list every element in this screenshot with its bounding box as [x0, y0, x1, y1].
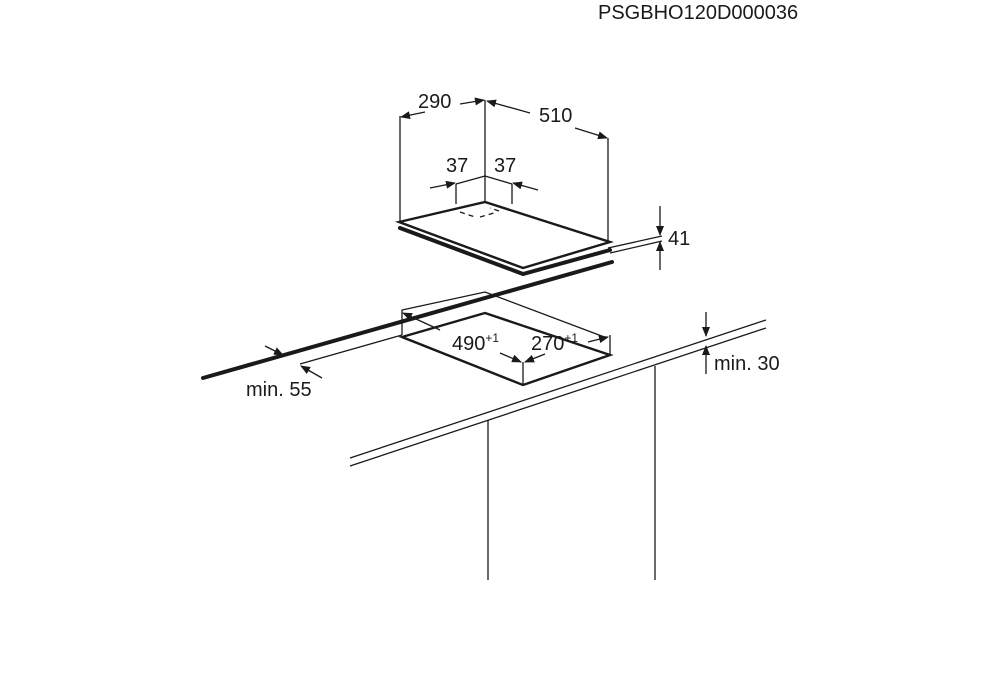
- document-code: PSGBHO120D000036: [598, 2, 798, 24]
- dimension-37-left: 37: [446, 155, 468, 177]
- dimension-41: 41: [668, 228, 690, 250]
- cutout-depth-tolerance: +1: [564, 331, 578, 345]
- cutout: [264, 291, 710, 387]
- dimension-270: 270+1: [531, 331, 578, 355]
- dimension-510: 510: [539, 105, 572, 127]
- cutout-depth: 270: [531, 333, 564, 355]
- dimension-290: 290: [418, 91, 451, 113]
- dimension-37-right: 37: [494, 155, 516, 177]
- dimension-490: 490+1: [452, 331, 499, 355]
- dimension-min-55: min. 55: [246, 379, 312, 401]
- cutout-width: 490: [452, 333, 485, 355]
- hob: [394, 100, 615, 277]
- worktop: [201, 260, 767, 580]
- hob-dimension-lines: [400, 97, 664, 270]
- dimension-min-30: min. 30: [714, 353, 780, 375]
- cutout-width-tolerance: +1: [485, 331, 499, 345]
